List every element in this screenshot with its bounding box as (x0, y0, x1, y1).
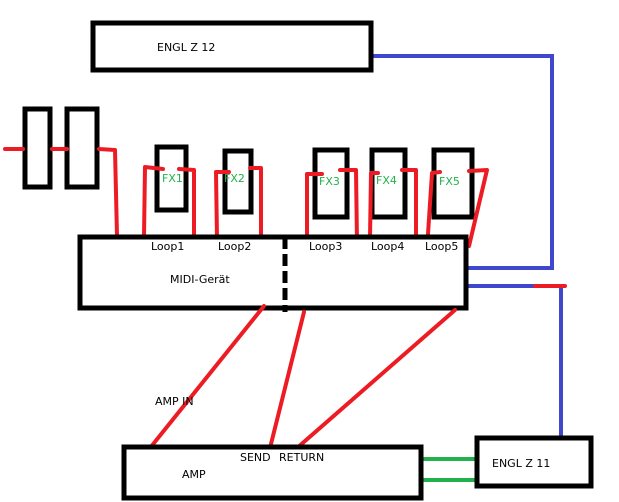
engl-z12-label: ENGL Z 12 (157, 41, 215, 54)
midi-device-label: MIDI-Gerät (170, 273, 230, 286)
engl-z11-device[interactable]: ENGL Z 11 (474, 435, 594, 489)
cable-midi-to-return (295, 308, 457, 450)
fx5-label: FX5 (439, 175, 460, 188)
cable-loop5-send (426, 170, 442, 236)
engl-z12-device[interactable]: ENGL Z 12 (90, 20, 374, 73)
cable-loop2-send (214, 170, 231, 241)
cable-loop4-send (368, 171, 380, 240)
loop3-label: Loop3 (309, 240, 342, 253)
loop2-label: Loop2 (218, 240, 251, 253)
pedal-2[interactable] (64, 106, 100, 190)
send-label: SEND (240, 451, 271, 464)
fx2-box[interactable] (222, 148, 254, 215)
cable-loop4-return (400, 168, 418, 238)
pedal-1[interactable] (22, 106, 53, 190)
cable-pedal2-midi (97, 147, 119, 238)
cable-loop3-return (338, 168, 359, 245)
cable-loop1-return (177, 167, 196, 238)
amp-device[interactable]: AMP (121, 444, 424, 501)
amp-in-label: AMP IN (155, 395, 194, 408)
loop1-label: Loop1 (151, 240, 184, 253)
loop5-label: Loop5 (425, 240, 458, 253)
midi-device[interactable]: MIDI-Gerät (77, 234, 469, 312)
fx3-label: FX3 (319, 175, 340, 188)
fx2-label: FX2 (224, 172, 245, 185)
fx5-box[interactable] (431, 147, 475, 220)
fx4-label: FX4 (376, 174, 397, 187)
fx3-box[interactable] (312, 147, 350, 220)
fx1-label: FX1 (162, 172, 183, 185)
cable-midi-to-send (268, 310, 306, 450)
cable-loop5-return (467, 168, 489, 248)
cable-loop1-send (142, 165, 165, 238)
fx1-box[interactable] (154, 144, 189, 213)
return-label: RETURN (279, 451, 324, 464)
cable-z12-to-midi (372, 54, 554, 270)
cable-loop2-return (248, 166, 263, 238)
loop4-label: Loop4 (371, 240, 404, 253)
cable-loop3-send (305, 172, 324, 238)
engl-z11-label: ENGL Z 11 (492, 457, 550, 470)
cable-midi-to-amp-in (148, 304, 266, 450)
amp-label: AMP (182, 468, 206, 481)
